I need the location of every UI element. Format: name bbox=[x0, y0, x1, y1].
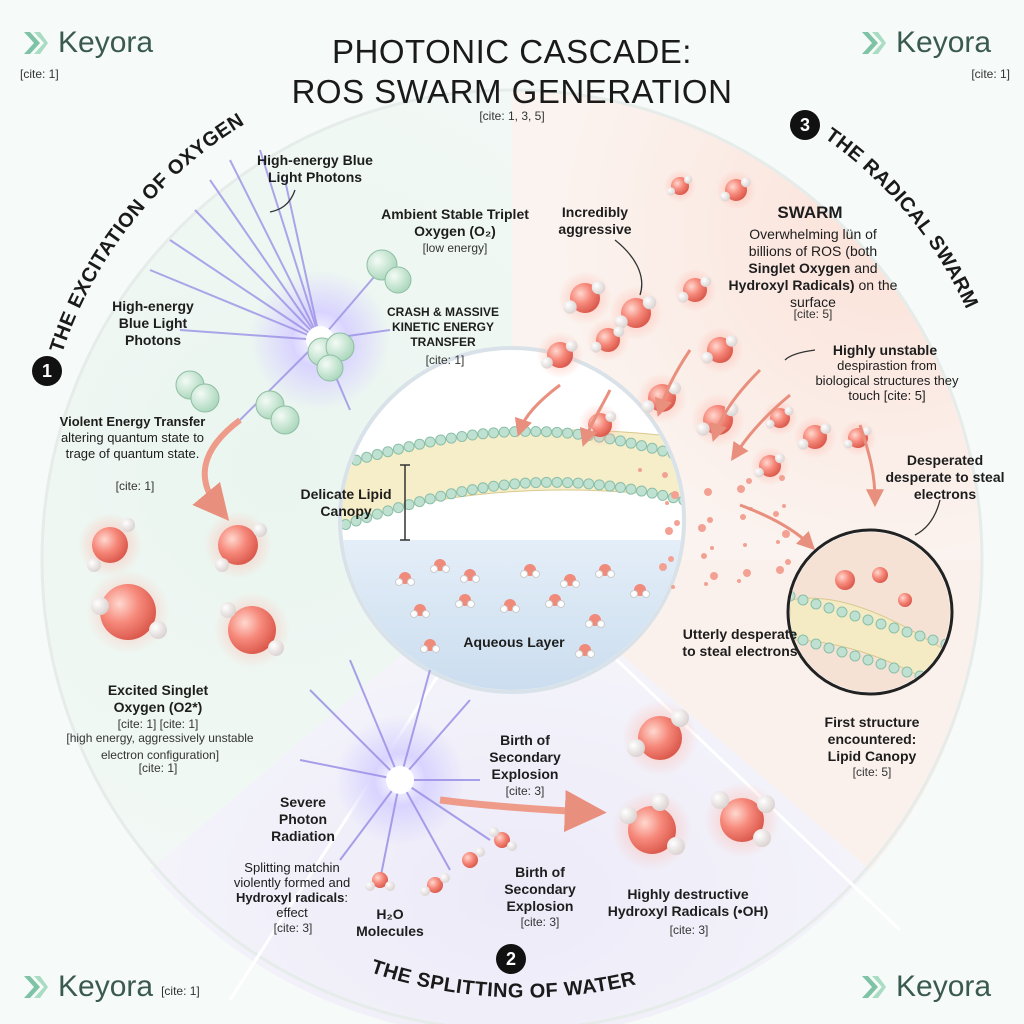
label-first-structure: First structure encountered: Lipid Canop… bbox=[824, 714, 920, 764]
brand-name: Keyora bbox=[58, 26, 154, 59]
swarm-text-b: Singlet Oxygen bbox=[748, 260, 851, 276]
violent-bold: Violent Energy Transfer bbox=[59, 414, 206, 429]
label-splitting-cite: [cite: 3] bbox=[273, 921, 313, 935]
label-unstable-text: despirastion from biological structures … bbox=[815, 358, 959, 403]
logo-top-right-cite: [cite: 1] bbox=[971, 67, 1010, 81]
label-birth-secondary-bottom: Birth of Secondary Explosion bbox=[504, 864, 576, 914]
label-aqueous-layer: Aqueous Layer bbox=[463, 634, 565, 650]
swarm-arrows bbox=[514, 349, 884, 551]
section-2-badge: 2 bbox=[496, 944, 526, 974]
splitting-b: Hydroxyl radicals bbox=[235, 890, 345, 905]
label-swarm-title: SWARM bbox=[777, 203, 843, 222]
label-swarm-text: Overwhelming lün of billions of ROS (bot… bbox=[728, 226, 898, 311]
label-birth-bottom-cite: [cite: 3] bbox=[520, 915, 560, 929]
splitting-c: : effect bbox=[276, 890, 348, 920]
page-title: PHOTONIC CASCADE: ROS SWARM GENERATION bbox=[262, 32, 762, 112]
brand-name: Keyora bbox=[896, 26, 992, 59]
label-hydroxyl-cite: [cite: 3] bbox=[669, 923, 709, 937]
title-line-1: PHOTONIC CASCADE: bbox=[332, 33, 692, 70]
label-hydroxyl-radicals: Highly destructive Hydroxyl Radicals (•O… bbox=[607, 886, 769, 919]
label-excited-note: [high energy, aggressively unstable elec… bbox=[66, 731, 254, 762]
label-ambient-o2: Ambient Stable Triplet Oxygen (O₂) bbox=[381, 206, 529, 239]
label-h2o-molecules: H₂O Molecules bbox=[356, 906, 424, 939]
label-first-structure-cite: [cite: 5] bbox=[852, 765, 892, 779]
water-molecules-bottom bbox=[365, 827, 517, 896]
title-line-2: ROS SWARM GENERATION bbox=[291, 73, 733, 110]
keyora-logo-icon bbox=[24, 976, 48, 998]
logo-top-right: Keyora bbox=[858, 26, 991, 60]
label-birth-top-cite: [cite: 3] bbox=[505, 784, 545, 798]
label-swarm-cite: [cite: 5] bbox=[793, 307, 833, 321]
label-desperated: Desperated desperate to steal electrons bbox=[885, 452, 1005, 502]
logo-bottom-left: Keyora [cite: 1] bbox=[20, 970, 200, 1004]
title-cite: [cite: 1, 3, 5] bbox=[479, 109, 545, 123]
label-photons-left: High-energy Blue Light Photons bbox=[112, 298, 194, 348]
label-highly-unstable: Highly unstable bbox=[832, 342, 938, 358]
section-3-badge: 3 bbox=[790, 110, 820, 140]
brand-name: Keyora bbox=[896, 970, 992, 1003]
leader-lines bbox=[269, 189, 941, 536]
excitation-arrow bbox=[192, 417, 242, 522]
logo-bottom-right: Keyora bbox=[858, 970, 991, 1004]
hydroxyl-radicals bbox=[612, 700, 780, 870]
label-violent-transfer: Violent Energy Transfer altering quantum… bbox=[45, 414, 220, 462]
label-ambient-o2-note: [low energy] bbox=[422, 241, 488, 255]
photon-burst-bottom bbox=[299, 659, 491, 881]
label-violent-cite: [cite: 1] bbox=[115, 479, 155, 493]
label-birth-secondary-top: Birth of Secondary Explosion bbox=[489, 732, 561, 782]
label-crash-transfer: CRASH & MASSIVE KINETIC ENERGY TRANSFER bbox=[386, 305, 499, 349]
swarm-text-d: Hydroxyl Radicals) bbox=[728, 277, 855, 293]
label-lipid-canopy: Delicate Lipid Canopy bbox=[300, 486, 392, 519]
label-excited-singlet: Excited Singlet Oxygen (O2*) bbox=[107, 682, 209, 715]
triplet-oxygen-molecules bbox=[175, 249, 412, 435]
keyora-logo-icon bbox=[24, 32, 48, 54]
swarm-text-a: Overwhelming lün of billions of ROS (bot… bbox=[748, 226, 878, 259]
swarm-text-c: and bbox=[854, 260, 878, 276]
label-incredibly-aggressive: Incredibly aggressive bbox=[558, 204, 632, 237]
label-severe-photon: Severe Photon Radiation bbox=[271, 794, 335, 844]
violent-rest: altering quantum state to trage of quant… bbox=[60, 430, 205, 461]
label-excited-cite-2: [cite: 1] bbox=[138, 761, 178, 775]
logo-top-left-cite: [cite: 1] bbox=[20, 67, 59, 81]
label-photons-top: High-energy Blue Light Photons bbox=[257, 152, 373, 185]
logo-top-left: Keyora bbox=[20, 26, 153, 60]
label-utterly-desperate: Utterly desperate to steal electrons bbox=[682, 626, 798, 659]
secondary-explosion-arrow bbox=[439, 790, 607, 832]
aqueous-water-molecules bbox=[395, 559, 650, 658]
zoom-membrane-view bbox=[786, 528, 954, 696]
section-1-badge: 1 bbox=[32, 356, 62, 386]
label-crash-cite: [cite: 1] bbox=[425, 353, 465, 367]
splitting-a: Splitting matchin violently formed and bbox=[233, 860, 351, 890]
keyora-logo-icon bbox=[862, 976, 886, 998]
brand-name: Keyora bbox=[58, 970, 154, 1003]
label-excited-cites: [cite: 1] [cite: 1] bbox=[117, 717, 199, 731]
logo-bottom-left-cite: [cite: 1] bbox=[161, 984, 200, 998]
keyora-logo-icon bbox=[862, 32, 886, 54]
excited-singlet-molecules bbox=[78, 511, 290, 668]
swarm-text-e: on the surface bbox=[790, 277, 898, 310]
label-splitting: Splitting matchin violently formed and H… bbox=[232, 860, 352, 920]
